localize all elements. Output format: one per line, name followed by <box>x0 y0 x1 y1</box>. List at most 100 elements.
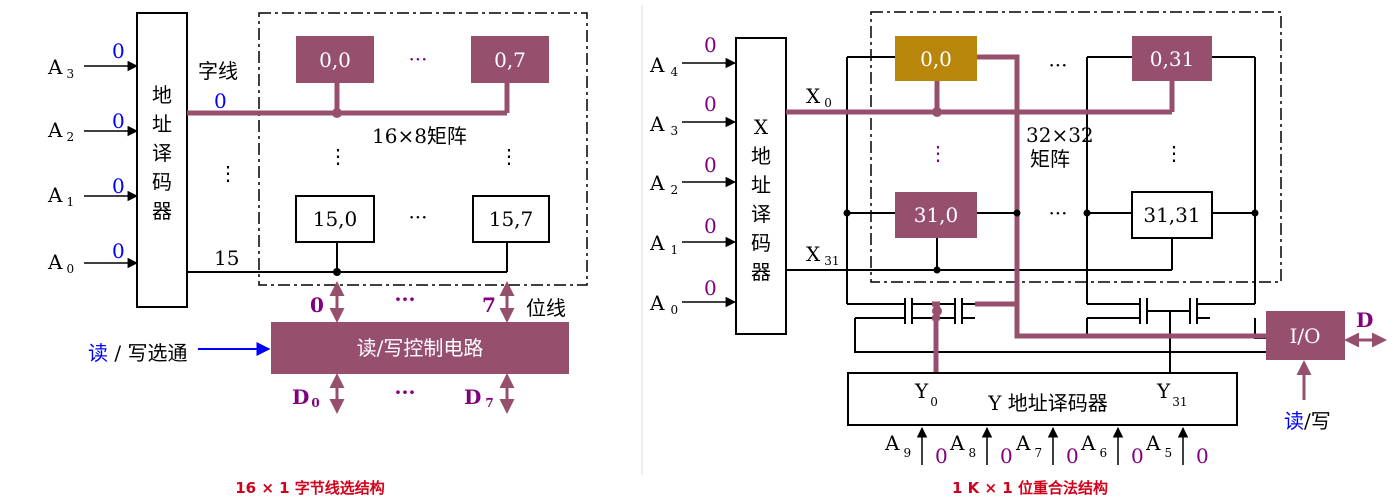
d0-sub: 0 <box>311 396 319 410</box>
addr-sub: 0 <box>66 262 74 276</box>
decoder-char: 码 <box>152 170 172 194</box>
rw-control-circuit <box>271 322 569 374</box>
col0-vdots: ⋮ <box>328 144 348 168</box>
selected-path <box>786 54 1266 372</box>
select-write-label: / 写选通 <box>108 341 187 365</box>
x-decoder-char: 码 <box>751 231 771 255</box>
d7-sub: 7 <box>485 396 493 410</box>
cell-label: 31,31 <box>1143 203 1200 227</box>
x0-sub: 0 <box>824 96 832 110</box>
cell-0-0 <box>296 36 374 83</box>
addr-sub: 6 <box>1099 446 1107 460</box>
row-bottom-hdots: ··· <box>1048 201 1067 225</box>
bit-7-label: 7 <box>482 293 496 317</box>
addr-value: 0 <box>1000 444 1013 468</box>
io-label: I/O <box>1289 324 1320 348</box>
col0-vdots: ⋮ <box>928 141 948 165</box>
addr-value: 0 <box>1196 444 1209 468</box>
right-caption: 1 K × 1 位重合法结构 <box>952 479 1108 497</box>
y0-sub: 0 <box>930 395 938 409</box>
junction <box>1083 209 1091 217</box>
cell-31-31 <box>1131 191 1213 239</box>
addr-name: A <box>1015 431 1031 455</box>
y31-sub: 31 <box>1172 395 1187 409</box>
bit-0-label: 0 <box>310 293 324 317</box>
cell-0-7 <box>471 36 549 83</box>
x-decoder-char: 器 <box>751 260 771 284</box>
junction <box>1251 209 1259 217</box>
addr-value: 0 <box>704 153 717 177</box>
col31-vdots: ⋮ <box>1164 141 1184 165</box>
addr-name: A <box>47 183 63 207</box>
svg-text:Y31: Y31 <box>1156 379 1187 409</box>
right-matrix-boundary <box>870 11 1282 283</box>
cell-label: 31,0 <box>914 203 959 227</box>
addr-name: A <box>649 112 665 136</box>
word-line-0-junction <box>332 108 342 118</box>
addr-value: 0 <box>704 92 717 116</box>
cell-31-0 <box>895 192 977 238</box>
cell-label: 0,7 <box>494 48 526 72</box>
d-label: D <box>1356 308 1373 332</box>
svg-text:A1: A1 <box>649 231 678 257</box>
addr-sub: 2 <box>66 130 74 144</box>
addr-sub: 3 <box>66 67 74 81</box>
x-decoder-char: 址 <box>751 173 771 197</box>
addr-name: A <box>1080 431 1096 455</box>
addr-sub: 1 <box>670 243 678 257</box>
addr-sub: 8 <box>968 446 976 460</box>
d7-name: D <box>464 385 481 409</box>
word-line-0-label: 0 <box>214 89 227 113</box>
addr-name: A <box>649 231 665 255</box>
addr-sub: 0 <box>670 303 678 317</box>
x-decoder-char: 译 <box>751 202 771 226</box>
addr-name: A <box>47 55 63 79</box>
addr-value: 0 <box>704 214 717 238</box>
bit-hdots: ··· <box>395 287 416 311</box>
decoder-char: 器 <box>152 199 172 223</box>
rw-read-label: 读 <box>1284 409 1304 433</box>
left-caption: 16 × 1 字节线选结构 <box>235 479 385 497</box>
cell-label: 15,0 <box>313 207 358 231</box>
addr-name: A <box>949 431 965 455</box>
addr-name: A <box>649 291 665 315</box>
svg-text:A8: A8 <box>949 431 976 460</box>
addr-value: 0 <box>112 239 125 263</box>
cell-label: 0,0 <box>920 47 952 71</box>
svg-text:A3: A3 <box>649 112 678 138</box>
word-line-15-junction <box>333 268 341 276</box>
addr-sub: 7 <box>1034 446 1042 460</box>
cell-15-0 <box>295 195 375 243</box>
addr-sub: 1 <box>66 195 74 209</box>
addr-sub: 2 <box>670 183 678 197</box>
word-line-15 <box>187 240 508 273</box>
y31-name: Y <box>1156 379 1171 403</box>
io-block <box>1266 311 1345 360</box>
x-decoder-char: X <box>754 115 769 139</box>
junction <box>933 266 941 274</box>
svg-text:A0: A0 <box>649 291 678 317</box>
addr-name: A <box>47 118 63 142</box>
addr-value: 0 <box>112 174 125 198</box>
svg-text:D0: D0 <box>292 385 320 410</box>
decoder-vdots: ⋮ <box>218 161 238 185</box>
addr-value: 0 <box>704 276 717 300</box>
y0-switch <box>904 298 975 324</box>
matrix-label-1: 32×32 <box>1026 123 1094 147</box>
rw-control-label: 读/写控制电路 <box>357 336 484 360</box>
cell-label: 0,31 <box>1150 47 1195 71</box>
svg-text:D7: D7 <box>464 385 494 410</box>
row-bottom-hdots: ··· <box>408 205 427 229</box>
svg-text:A6: A6 <box>1080 431 1107 460</box>
